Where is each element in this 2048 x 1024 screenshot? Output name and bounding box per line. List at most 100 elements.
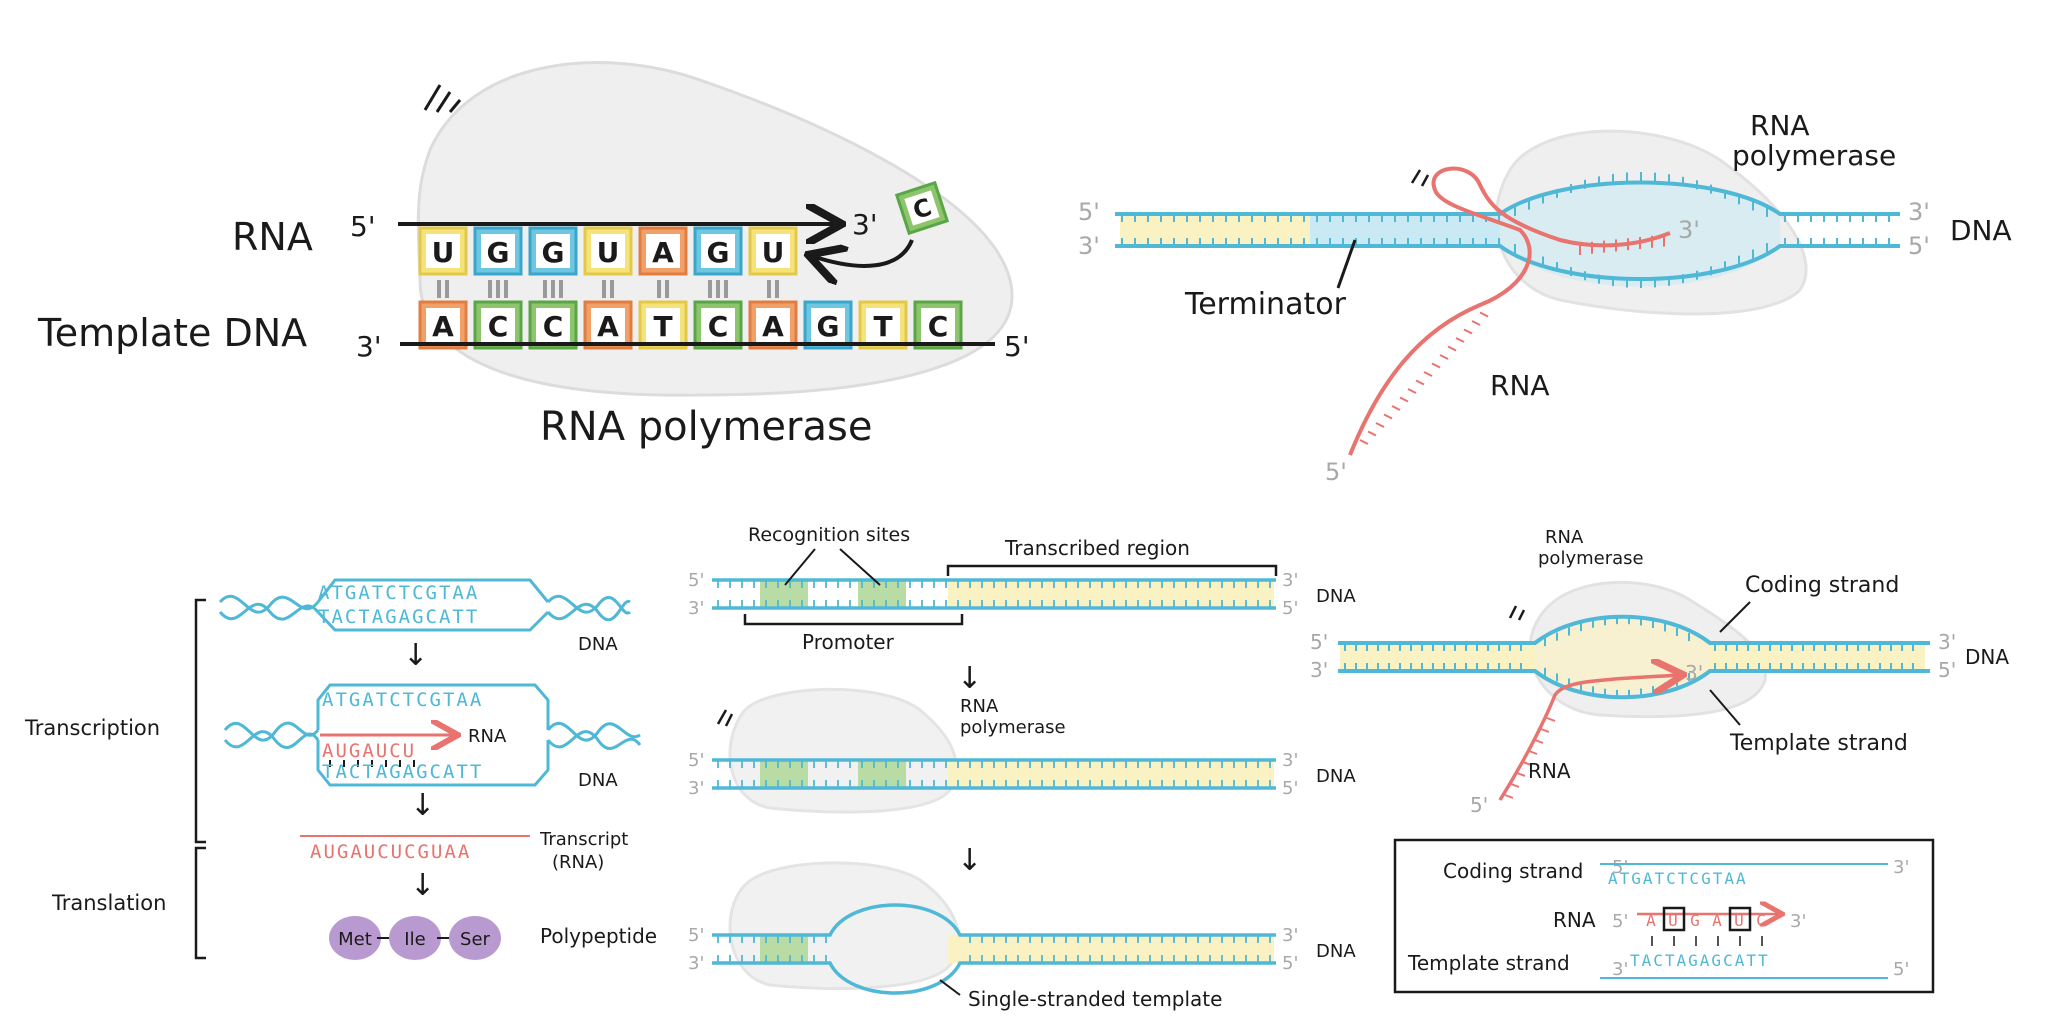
prime-label: 5' [688, 925, 704, 946]
prime-label: 3' [688, 598, 704, 619]
p5-left-3: 3' [1310, 658, 1328, 682]
prime-label: 3' [688, 953, 704, 974]
amino-acid-label: Ile [404, 929, 425, 950]
transcript-label-1: Transcript [539, 829, 628, 850]
dna-rungs-2 [1121, 172, 1890, 288]
template-strand-label: Template strand [1729, 731, 1908, 756]
terminator-label: Terminator [1184, 287, 1347, 322]
dna-five-prime: 5' [1004, 330, 1030, 363]
motion-marks-2-icon [716, 709, 734, 727]
rec-pointer-1 [784, 548, 816, 586]
p2-dna-label: DNA [1950, 214, 2012, 247]
arrow-down-5: ↓ [957, 843, 982, 878]
dna-base-1: C [473, 300, 523, 350]
panel-sequence-box: Coding strand 5' ATGATCTCGTAA 3' RNA 5' … [1393, 838, 1935, 994]
box-rna-base: A [1712, 911, 1724, 930]
amino-acid-0 [329, 916, 381, 960]
prime-label: 3' [1282, 570, 1298, 591]
p2-left-3: 3' [1078, 232, 1100, 260]
box-rna-label: RNA [1553, 908, 1596, 932]
transcription-bracket [194, 598, 206, 844]
transcribed-fill [948, 580, 1274, 608]
motion-marks-3-icon [1508, 605, 1526, 621]
amino-acid-1 [389, 916, 441, 960]
coding-strand [712, 903, 1276, 937]
dna-strip-1: 5'3'3'5'DNA [688, 570, 1356, 619]
prime-label: 3' [1282, 925, 1298, 946]
p5-polymerase-line2: polymerase [1538, 548, 1644, 569]
dna-strip-3: 5'3'3'5'DNA [688, 861, 1356, 995]
transcribed-region-label: Transcribed region [1004, 536, 1190, 560]
p5-dna-label: DNA [1965, 645, 2009, 669]
p2-rna-label: RNA [1490, 369, 1550, 402]
arrow-down-3: ↓ [410, 868, 435, 903]
base-letter: U [432, 236, 455, 269]
rna-polymerase-label: RNA polymerase [540, 404, 872, 450]
terminator-region [1310, 214, 1500, 246]
amino-acid-2 [449, 916, 501, 960]
box-bond-ticks [1651, 936, 1763, 946]
p4-polymerase-line1: RNA [960, 696, 999, 717]
rungs [717, 935, 1271, 963]
dna-base-3: A [583, 300, 633, 350]
recognition-site-1 [760, 935, 808, 963]
rna-partial-seq: AUGAUCU [322, 740, 416, 762]
template-seq-2: TACTAGAGCATT [322, 761, 483, 783]
p2-rna-3: 3' [1678, 216, 1700, 244]
amino-acid-label: Met [338, 929, 372, 950]
dna-label-2: DNA [578, 770, 618, 791]
base-letter: T [873, 310, 892, 343]
bubble-fill [1500, 181, 1780, 287]
p2-rna-5: 5' [1325, 458, 1347, 486]
transcript-label-2: (RNA) [552, 852, 604, 873]
prime-label: 5' [688, 570, 704, 591]
recognition-sites-label: Recognition sites [748, 524, 910, 546]
p2-right-3: 3' [1908, 198, 1930, 226]
rna-base-6: U [748, 226, 798, 276]
rna-five-prime: 5' [350, 210, 376, 243]
dna-base-6: A [748, 300, 798, 350]
dna-label: DNA [1316, 941, 1356, 962]
box-coding-seq: ATGATCTCGTAA [1608, 869, 1748, 888]
transcription-label: Transcription [24, 716, 160, 740]
rna-base-4: A [638, 226, 688, 276]
terminator-pointer [1336, 239, 1357, 289]
p2-polymerase-line1: RNA [1750, 109, 1810, 142]
dna-box-2 [316, 683, 550, 787]
base-letter: U [597, 236, 620, 269]
motion-marks-icon [423, 84, 462, 113]
recognition-site-1 [760, 760, 808, 788]
polypeptide-label: Polypeptide [540, 924, 657, 948]
base-letter: A [652, 236, 674, 269]
helix-left-2 [223, 721, 320, 742]
rna-base-1: G [473, 226, 523, 276]
p5-right-5: 5' [1938, 658, 1956, 682]
polymerase-outline [728, 687, 958, 814]
sequence-box [1393, 838, 1935, 994]
dna-base-4: T [638, 300, 688, 350]
box-rna-5: 5' [1612, 911, 1628, 932]
dna-label-1: DNA [578, 634, 618, 655]
rna-base-5: G [693, 226, 743, 276]
transcript-seq: AUGAUCUCGUAA [310, 841, 471, 863]
polymerase-outline [728, 861, 961, 990]
base-pair-bonds [437, 280, 779, 298]
panel-initiation: 5'3'3'5'DNA 5'3'3'5'DNA 5'3'3'5'DNA Reco… [688, 524, 1356, 1011]
p5-right-3: 3' [1938, 630, 1956, 654]
dna-base-8: T [858, 300, 908, 350]
dna-coding-strand-2 [1115, 180, 1900, 216]
base-letter: C [708, 310, 729, 343]
incoming-arrow [812, 239, 914, 266]
arrow-down-4: ↓ [957, 661, 982, 696]
panel-termination: 5' 3' 3' 5' 3' 5' DNA RNA polymerase Ter… [1078, 109, 2012, 486]
template-dna-label: Template DNA [37, 311, 307, 355]
prime-label: 5' [1282, 778, 1298, 799]
rna-transcript-2 [1348, 166, 1671, 456]
helix-right-1b [546, 600, 631, 622]
rna-dna-bonds [329, 760, 415, 767]
p4-polymerase-line2: polymerase [960, 717, 1066, 738]
